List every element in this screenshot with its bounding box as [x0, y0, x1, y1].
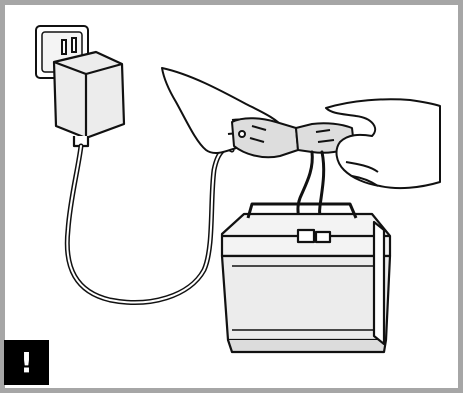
- exclamation-warning-icon: !: [20, 346, 33, 379]
- warning-badge: !: [4, 340, 49, 385]
- plug-connector: [231, 117, 355, 159]
- charger-cable: [64, 143, 235, 305]
- car-battery: [220, 202, 392, 354]
- right-hand: [325, 98, 441, 190]
- plug-pins: [61, 37, 77, 55]
- charger-cable-highlight: [66, 145, 233, 304]
- charger-adapter: [52, 50, 126, 148]
